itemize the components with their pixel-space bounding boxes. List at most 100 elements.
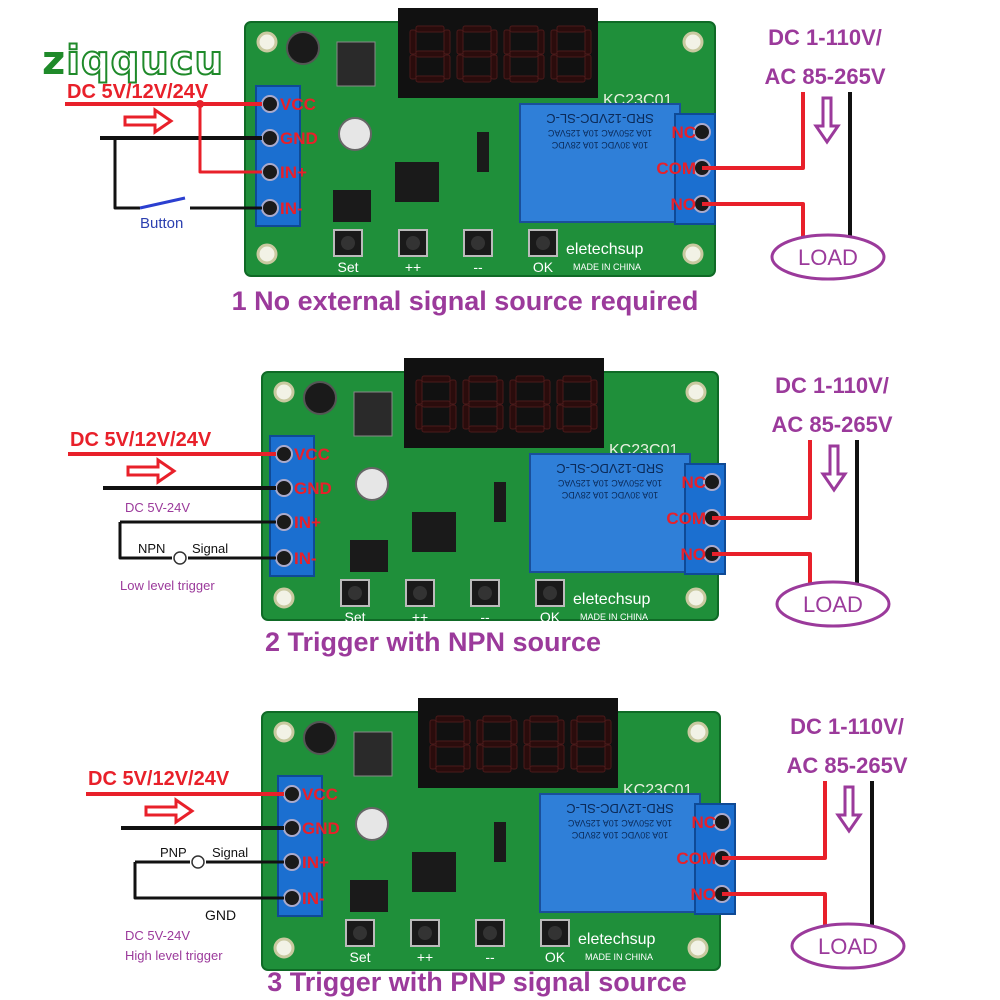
output-supply-line1: DC 1-110V/ <box>768 25 882 50</box>
display-segment <box>463 744 471 770</box>
display-segment <box>421 375 451 383</box>
display-segment <box>415 404 423 430</box>
display-segment <box>556 25 586 33</box>
relay-terminal-label: NC <box>671 123 696 142</box>
power-direction-arrow <box>123 107 174 135</box>
terminal-screw <box>275 445 293 463</box>
display-segment <box>509 50 539 58</box>
terminal-screw <box>275 549 293 567</box>
display-segment <box>496 404 504 430</box>
display-segment <box>409 29 417 55</box>
display-segment <box>449 404 457 430</box>
button-label: -- <box>473 259 483 275</box>
no-wire <box>722 892 827 926</box>
mounting-hole <box>256 31 278 53</box>
display-segment <box>576 740 606 748</box>
ic-chip <box>333 190 371 222</box>
display-segment <box>463 719 471 745</box>
terminal-screw <box>283 889 301 907</box>
supply-voltage-label: DC 5V/12V/24V <box>88 768 230 790</box>
tact-switch-cap <box>543 586 557 600</box>
display-segment <box>570 744 578 770</box>
display-digit <box>550 25 592 83</box>
terminal-screw <box>275 513 293 531</box>
ic-chip <box>412 512 456 552</box>
display-segment <box>537 54 545 80</box>
display-segment <box>415 75 445 83</box>
button-label: ++ <box>417 949 433 965</box>
display-segment <box>584 54 592 80</box>
display-segment <box>482 765 512 773</box>
display-segment <box>415 25 445 33</box>
load-ellipse <box>775 580 891 628</box>
diode <box>494 822 506 862</box>
seven-segment-display <box>418 698 618 788</box>
display-segment <box>557 719 565 745</box>
display-digit <box>415 375 457 433</box>
display-segment <box>496 379 504 405</box>
input-terminal-label: IN- <box>302 889 325 908</box>
display-segment <box>482 715 512 723</box>
output-direction-arrow <box>835 785 863 834</box>
display-segment <box>443 29 451 55</box>
display-digit <box>429 715 471 773</box>
terminal-screw <box>261 95 279 113</box>
terminal-screw <box>283 785 301 803</box>
output-supply-line1: DC 1-110V/ <box>775 373 889 398</box>
display-digit <box>556 375 598 433</box>
output-supply-line2: AC 85-265V <box>764 64 885 89</box>
display-segment <box>462 50 492 58</box>
display-segment <box>543 379 551 405</box>
load-label: LOAD <box>798 245 858 270</box>
load-ellipse <box>770 233 886 281</box>
display-segment <box>584 29 592 55</box>
display-segment <box>435 765 465 773</box>
terminal-screw <box>693 123 711 141</box>
tact-switch-cap <box>548 926 562 940</box>
relay-terminal-label: COM <box>676 849 716 868</box>
load-label: LOAD <box>818 934 878 959</box>
display-digit <box>523 715 565 773</box>
display-digit <box>476 715 518 773</box>
potentiometer <box>338 117 372 151</box>
display-segment <box>556 50 586 58</box>
display-segment <box>435 740 465 748</box>
display-digit <box>503 25 545 83</box>
input-terminal-label: IN+ <box>294 513 321 532</box>
display-segment <box>515 375 545 383</box>
display-segment <box>421 400 451 408</box>
relay-terminal-label: COM <box>666 509 706 528</box>
made-in-text: MADE IN CHINA <box>585 952 653 962</box>
display-segment <box>509 75 539 83</box>
in-plus-wire <box>198 104 262 174</box>
display-segment <box>556 379 564 405</box>
terminal-screw <box>261 163 279 181</box>
terminal-screw <box>703 473 721 491</box>
mounting-hole <box>682 243 704 265</box>
button-label: -- <box>485 949 495 965</box>
source-type-label: PNP <box>160 845 187 860</box>
mounting-hole <box>687 937 709 959</box>
button-switch <box>139 196 186 210</box>
tact-switch-cap <box>483 926 497 940</box>
display-segment <box>523 744 531 770</box>
brand-logo: ziqqucu <box>42 37 224 85</box>
input-terminal-label: IN+ <box>302 853 329 872</box>
display-segment <box>462 404 470 430</box>
display-segment <box>515 425 545 433</box>
in-minus-wire <box>133 862 284 900</box>
display-segment <box>550 54 558 80</box>
display-segment <box>576 765 606 773</box>
button-label: OK <box>545 949 566 965</box>
display-segment <box>476 744 484 770</box>
display-segment <box>515 400 545 408</box>
display-segment <box>529 740 559 748</box>
display-segment <box>556 404 564 430</box>
relay-rating-text: 10A 250VAC 10A 125VAC <box>547 128 652 138</box>
source-voltage-label: DC 5V-24V <box>125 500 190 515</box>
signal-source-symbol <box>191 855 205 869</box>
display-segment <box>557 744 565 770</box>
tact-switch-cap <box>406 236 420 250</box>
